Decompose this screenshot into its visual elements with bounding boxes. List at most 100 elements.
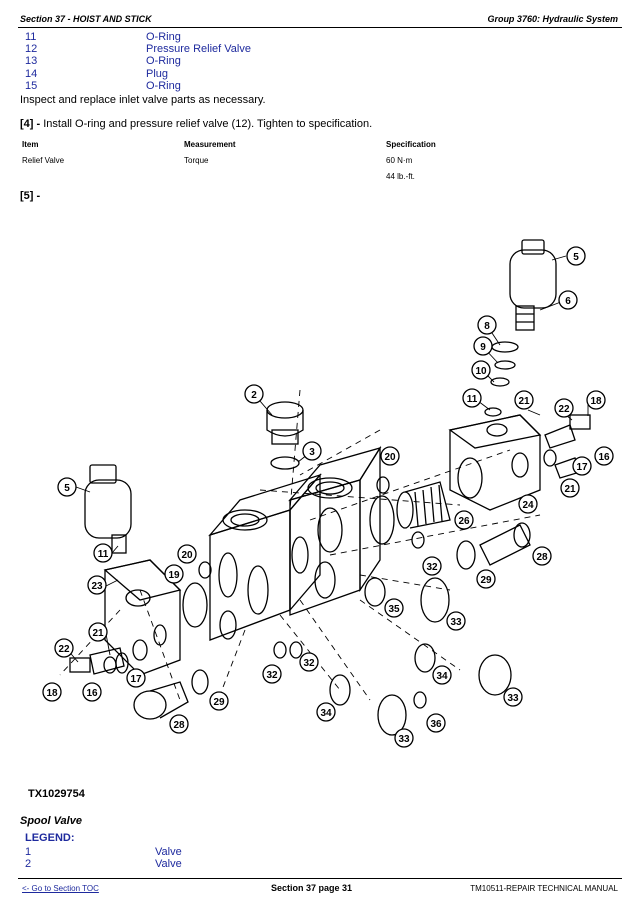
part-name-link[interactable]: O-Ring	[146, 55, 181, 67]
svg-text:2: 2	[251, 390, 257, 401]
svg-text:32: 32	[266, 670, 278, 681]
assembly-lines	[59, 389, 541, 701]
svg-text:35: 35	[388, 604, 400, 615]
spec-measurement: Torque	[184, 156, 209, 165]
part-name-link[interactable]: O-Ring	[146, 31, 181, 43]
step-4: [4] - Install O-ring and pressure relief…	[20, 118, 372, 130]
valve-block-left	[208, 473, 322, 641]
legend-item-link[interactable]: Valve	[155, 846, 182, 858]
footer-rule	[18, 878, 622, 879]
callout-6: 6	[558, 290, 578, 310]
svg-text:26: 26	[458, 516, 470, 527]
svg-text:34: 34	[436, 671, 448, 682]
svg-text:29: 29	[480, 575, 492, 586]
svg-text:33: 33	[450, 617, 462, 628]
callout-8: 8	[477, 315, 497, 335]
callout-9: 9	[473, 336, 493, 356]
svg-text:28: 28	[536, 552, 548, 563]
callout-34: 34	[432, 665, 452, 685]
manual-title: TM10511-REPAIR TECHNICAL MANUAL	[470, 884, 618, 893]
part-number: 14	[25, 68, 38, 80]
callout-2: 2	[244, 384, 264, 404]
svg-text:34: 34	[320, 708, 332, 719]
step-4-label: [4] -	[20, 118, 41, 130]
callout-24: 24	[518, 494, 538, 514]
callout-33: 33	[0, 230, 12, 233]
svg-text:18: 18	[46, 688, 58, 699]
relief-valve-26	[396, 481, 451, 529]
figure-id: TX1029754	[28, 788, 85, 800]
svg-text:21: 21	[92, 628, 104, 639]
svg-text:18: 18	[590, 396, 602, 407]
legend-item-link[interactable]: Valve	[155, 858, 182, 870]
callout-21: 21	[514, 390, 534, 410]
svg-text:5: 5	[573, 252, 579, 263]
callout-5: 5	[566, 246, 586, 266]
part-name-link[interactable]: Plug	[146, 68, 169, 80]
svg-text:17: 17	[576, 462, 588, 473]
svg-text:32: 32	[303, 658, 315, 669]
callout-32: 32	[422, 556, 442, 576]
callout-29: 29	[476, 569, 496, 589]
check-valve-stack-left	[69, 647, 129, 675]
svg-text:29: 29	[213, 697, 225, 708]
section-header: Section 37 - HOIST AND STICK	[20, 14, 152, 24]
legend-title: LEGEND:	[25, 832, 75, 844]
svg-text:17: 17	[130, 674, 142, 685]
svg-text:32: 32	[426, 562, 438, 573]
callout-11: 11	[462, 388, 482, 408]
callout-20: 20	[380, 446, 400, 466]
inspect-instruction: Inspect and replace inlet valve parts as…	[20, 94, 266, 106]
header-rule	[18, 27, 622, 28]
callout-36: 36	[426, 713, 446, 733]
part-name-link[interactable]: O-Ring	[146, 80, 181, 92]
svg-text:24: 24	[522, 500, 534, 511]
callout-16: 16	[82, 682, 102, 702]
svg-text:33: 33	[507, 693, 519, 704]
svg-text:19: 19	[168, 570, 180, 581]
callout-32: 32	[262, 664, 282, 684]
svg-text:6: 6	[565, 296, 571, 307]
svg-text:3: 3	[309, 447, 315, 458]
step-4-text: Install O-ring and pressure relief valve…	[43, 118, 373, 130]
svg-text:20: 20	[181, 550, 193, 561]
callout-26: 26	[454, 510, 474, 530]
callout-33: 33	[394, 728, 414, 748]
relief-valve-28-left	[133, 681, 189, 720]
callout-18: 18	[586, 390, 606, 410]
svg-text:23: 23	[91, 581, 103, 592]
callout-19: 19	[164, 564, 184, 584]
callout-11: 11	[93, 543, 113, 563]
svg-text:16: 16	[86, 688, 98, 699]
inlet-block	[103, 559, 182, 676]
legend-number: 1	[25, 846, 32, 858]
part-name-link[interactable]: Pressure Relief Valve	[146, 43, 251, 55]
valve-block-right	[288, 445, 382, 616]
callout-22: 22	[54, 638, 74, 658]
callout-23: 23	[87, 575, 107, 595]
svg-text:16: 16	[598, 452, 610, 463]
svg-text:28: 28	[173, 720, 185, 731]
callout-29: 29	[209, 691, 229, 711]
callout-22: 22	[554, 398, 574, 418]
solenoid-right	[509, 239, 557, 331]
spec-header-specification: Specification	[386, 140, 436, 149]
spec-header-item: Item	[22, 140, 39, 149]
spec-metric: 60 N·m	[386, 156, 413, 165]
solenoid-left	[84, 464, 132, 554]
svg-text:22: 22	[58, 644, 70, 655]
callout-21: 21	[560, 478, 580, 498]
callout-35: 35	[384, 598, 404, 618]
part-number: 15	[25, 80, 38, 92]
part-number: 11	[25, 31, 37, 43]
go-to-section-toc-link[interactable]: <- Go to Section TOC	[22, 884, 99, 893]
svg-text:22: 22	[558, 404, 570, 415]
callout-18: 18	[42, 682, 62, 702]
svg-text:9: 9	[480, 342, 486, 353]
step-5: [5] -	[20, 190, 41, 202]
group-header: Group 3760: Hydraulic System	[487, 14, 618, 24]
svg-text:36: 36	[430, 719, 442, 730]
callout-10: 10	[471, 360, 491, 380]
part-number: 13	[25, 55, 38, 67]
svg-text:21: 21	[518, 396, 530, 407]
